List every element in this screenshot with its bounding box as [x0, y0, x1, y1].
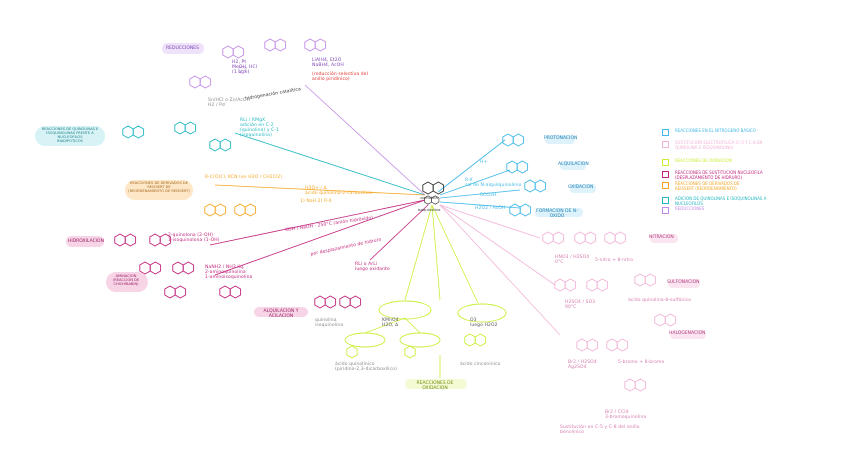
- center-label-isoquinolina: isoquinolina: [412, 208, 446, 212]
- pill-aminacion: AMINACION (REACCION DE CHICHIBABIN): [103, 271, 149, 289]
- legend-swatch: [662, 159, 669, 166]
- pill-alquilacion-acilacion: ALQUILACION Y ACILACION: [252, 306, 310, 322]
- note-oxidacion-2: O3 luego H2O2: [470, 318, 498, 328]
- note-oxidacion-3: ácido quinolínico (piridina-2,3-dicarbox…: [335, 362, 397, 372]
- note-halogenacion-2: 5-bromo + 8-bromo: [618, 360, 664, 365]
- note-sustitucion: Sustitución en C-5 y C-8 del anillo benc…: [560, 425, 650, 435]
- branch-reducciones: [305, 85, 425, 195]
- note-sulfonacion-2: ácido quinolina-8-sulfónico: [628, 298, 691, 303]
- note-halogenacion-3: Br2 / CCl4 3-bromoquinolina: [605, 410, 646, 420]
- oxidation-bubble-4: [400, 333, 440, 347]
- legend-label: REACCIONES DE DERIVADOS DE REISSERT (REO…: [675, 181, 740, 191]
- note-hidrogenacion-sub: Sn/HCl o Zn/AcOH H2 / Pd: [208, 98, 250, 108]
- note-nucleofilos: RLi / RMgX adición en C-2 (quinolina) y …: [240, 118, 279, 138]
- note-reissert-2: H3O+ / ∆ ácido quinolina-2-carboxílico: [305, 186, 372, 196]
- pill-formacion-n-oxido: FORMACION DE N-OXIDO: [532, 207, 582, 221]
- legend-label: REACCIONES DE OXIDACION: [675, 158, 732, 163]
- pill-oxidacion-n: OXIDACION: [566, 183, 594, 192]
- note-sulfonacion-1: H2SO4 / SO3 90°C: [565, 300, 595, 310]
- pill-reducciones: REDUCCIONES: [160, 43, 205, 54]
- nucleophile-structures: [123, 122, 231, 151]
- pill-halogenacion: HALOGENACION: [667, 329, 703, 338]
- center-label-quinolina: quinolina: [412, 196, 446, 200]
- pill-sintesis-reissert: REACCIONES DE DERIVADOS DE REISSERT DE (…: [122, 178, 196, 196]
- note-nitracion-2: 5-nitro + 8-nitro: [595, 258, 633, 263]
- pill-adicion-nucleofilos: REACCIONES DE QUINOLINAS E ISOQUINOLINAS…: [32, 124, 108, 146]
- oxidation-bubble-1: [379, 301, 431, 319]
- note-reissert-1: R-C(O)Cl, KCN (en H2O / CH2Cl2): [205, 175, 282, 180]
- legend-label: REACCIONES EN EL NITROGENO BASICO: [675, 128, 756, 133]
- legend-item: REACCIONES DE OXIDACION: [662, 158, 732, 166]
- pill-oxidacion: REACCIONES DE OXIDACION: [402, 378, 468, 394]
- note-oxidacion-4: ácido cinconinico: [460, 362, 500, 367]
- note-hidroxilacion-2: 2-quinolona (2-OH) 1-isoquinolona (1-OH): [168, 233, 220, 243]
- note-alquil-acil-2: quinolina isoquinolina: [315, 318, 343, 328]
- legend-item: REACCIONES DE DERIVADOS DE REISSERT (REO…: [662, 181, 740, 191]
- note-reduccion-rojo: (reducción selectiva del anillo piridíni…: [312, 72, 368, 82]
- legend-item: ADICION DE QUINOLINAS E ISOQUINOLINAS A …: [662, 196, 780, 206]
- legend-item: SUSTITUCION ELECTROFILICA (C-5 Y C-8 EN …: [662, 140, 762, 150]
- reduction-structures: [190, 39, 326, 88]
- note-oxidacion-1: KMnO4 H2O, ∆: [382, 318, 399, 328]
- center-quinoline: [423, 182, 444, 194]
- pill-sulfonacion: SULFONACION: [665, 278, 697, 287]
- note-oxidacion-n: RCO3H: [480, 193, 496, 198]
- pill-hidroxilacion: HIDROXILACION: [63, 236, 105, 247]
- note-nitracion-1: HNO3 / H2SO4 0°C: [555, 255, 589, 265]
- pill-alquilacion-n: ALQUILACION: [556, 160, 584, 169]
- reissert-structures: [205, 204, 256, 216]
- legend-label: REACCIONES DE SUSTITUCION NUCLEOFILA (DE…: [675, 170, 763, 180]
- note-halogenacion-1: Br2 / H2SO4 Ag2SO4: [568, 360, 597, 370]
- note-protonacion: H+: [480, 160, 487, 165]
- note-aminacion: NaNH2 / NH3 liq. 2-aminoquinolina 1-amin…: [205, 265, 252, 280]
- pill-protonacion: PROTONACION: [541, 134, 573, 143]
- oxidation-bubble-3: [345, 333, 385, 347]
- legend-label: REDUCCIONES: [675, 206, 704, 211]
- pill-nitracion: NITRACION: [647, 233, 675, 242]
- oxidation-group: [345, 205, 506, 378]
- note-alquil-acil: RLi o ArLi luego oxidante: [355, 262, 390, 272]
- oxidation-connectors: [365, 205, 478, 378]
- legend-item: REACCIONES EN EL NITROGENO BASICO: [662, 128, 756, 136]
- note-alquilacion: R-X sal de N-alquilquinolinio: [465, 178, 521, 188]
- n-reaction-structures: [503, 134, 546, 216]
- note-reduccion-2: LiAlH4, Et2O NaBH4, AcOH: [312, 58, 344, 68]
- legend-swatch: [662, 207, 669, 214]
- legend-swatch: [662, 197, 669, 204]
- legend-item: REACCIONES DE SUSTITUCION NUCLEOFILA (DE…: [662, 170, 763, 180]
- legend-swatch: [662, 171, 669, 178]
- legend-label: ADICION DE QUINOLINAS E ISOQUINOLINAS A …: [675, 196, 780, 206]
- legend-swatch: [662, 141, 669, 148]
- legend-swatch: [662, 129, 669, 136]
- legend-label: SUSTITUCION ELECTROFILICA (C-5 Y C-8 EN …: [675, 140, 762, 150]
- legend-item: REDUCCIONES: [662, 206, 704, 214]
- note-n-oxido: H2O2 / AcOH: [475, 206, 506, 211]
- branch-alquil: [370, 205, 428, 260]
- note-reduccion-1: H2, Pt MeOH, HCl (1 atm): [232, 60, 257, 75]
- legend-swatch: [662, 182, 669, 189]
- note-reissert-3: 1) NaH 2) R-X: [300, 199, 332, 204]
